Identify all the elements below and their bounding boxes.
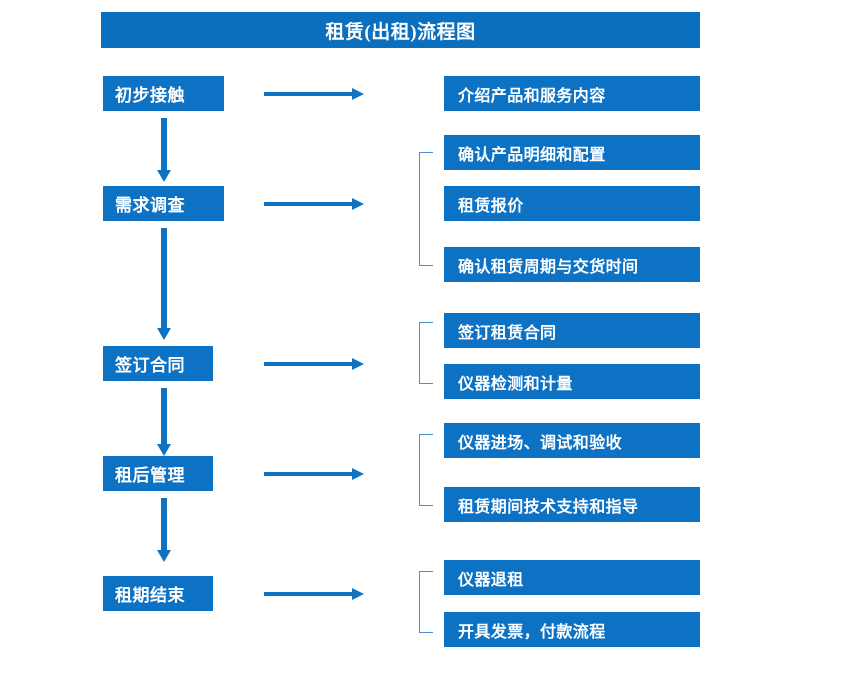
bracket-connector-icon-2 <box>419 152 433 266</box>
right-arrow-icon-2 <box>264 198 364 210</box>
detail-box-3-2[interactable]: 仪器检测和计量 <box>444 364 700 399</box>
down-arrow-icon-1 <box>157 118 171 182</box>
detail-box-1-1[interactable]: 介绍产品和服务内容 <box>444 76 700 111</box>
right-arrow-icon-3 <box>264 358 364 370</box>
bracket-connector-icon-3 <box>419 322 433 384</box>
stage-box-2[interactable]: 需求调查 <box>103 186 224 221</box>
detail-box-3-1[interactable]: 签订租赁合同 <box>444 313 700 348</box>
detail-box-2-3[interactable]: 确认租赁周期与交货时间 <box>444 247 700 282</box>
stage-box-3[interactable]: 签订合同 <box>103 346 213 381</box>
page-title: 租赁(出租)流程图 <box>101 12 700 48</box>
stage-box-1[interactable]: 初步接触 <box>103 76 224 111</box>
bracket-connector-icon-5 <box>419 571 433 633</box>
bracket-connector-icon-4 <box>419 434 433 506</box>
down-arrow-icon-4 <box>157 498 171 562</box>
detail-box-2-1[interactable]: 确认产品明细和配置 <box>444 135 700 170</box>
detail-box-5-1[interactable]: 仪器退租 <box>444 560 700 595</box>
detail-box-5-2[interactable]: 开具发票，付款流程 <box>444 612 700 647</box>
detail-box-4-2[interactable]: 租赁期间技术支持和指导 <box>444 487 700 522</box>
right-arrow-icon-5 <box>264 588 364 600</box>
right-arrow-icon-1 <box>264 88 364 100</box>
detail-box-2-2[interactable]: 租赁报价 <box>444 186 700 221</box>
detail-box-4-1[interactable]: 仪器进场、调试和验收 <box>444 423 700 458</box>
stage-box-5[interactable]: 租期结束 <box>103 576 213 611</box>
right-arrow-icon-4 <box>264 468 364 480</box>
down-arrow-icon-2 <box>157 228 171 340</box>
stage-box-4[interactable]: 租后管理 <box>103 456 213 491</box>
down-arrow-icon-3 <box>157 388 171 456</box>
